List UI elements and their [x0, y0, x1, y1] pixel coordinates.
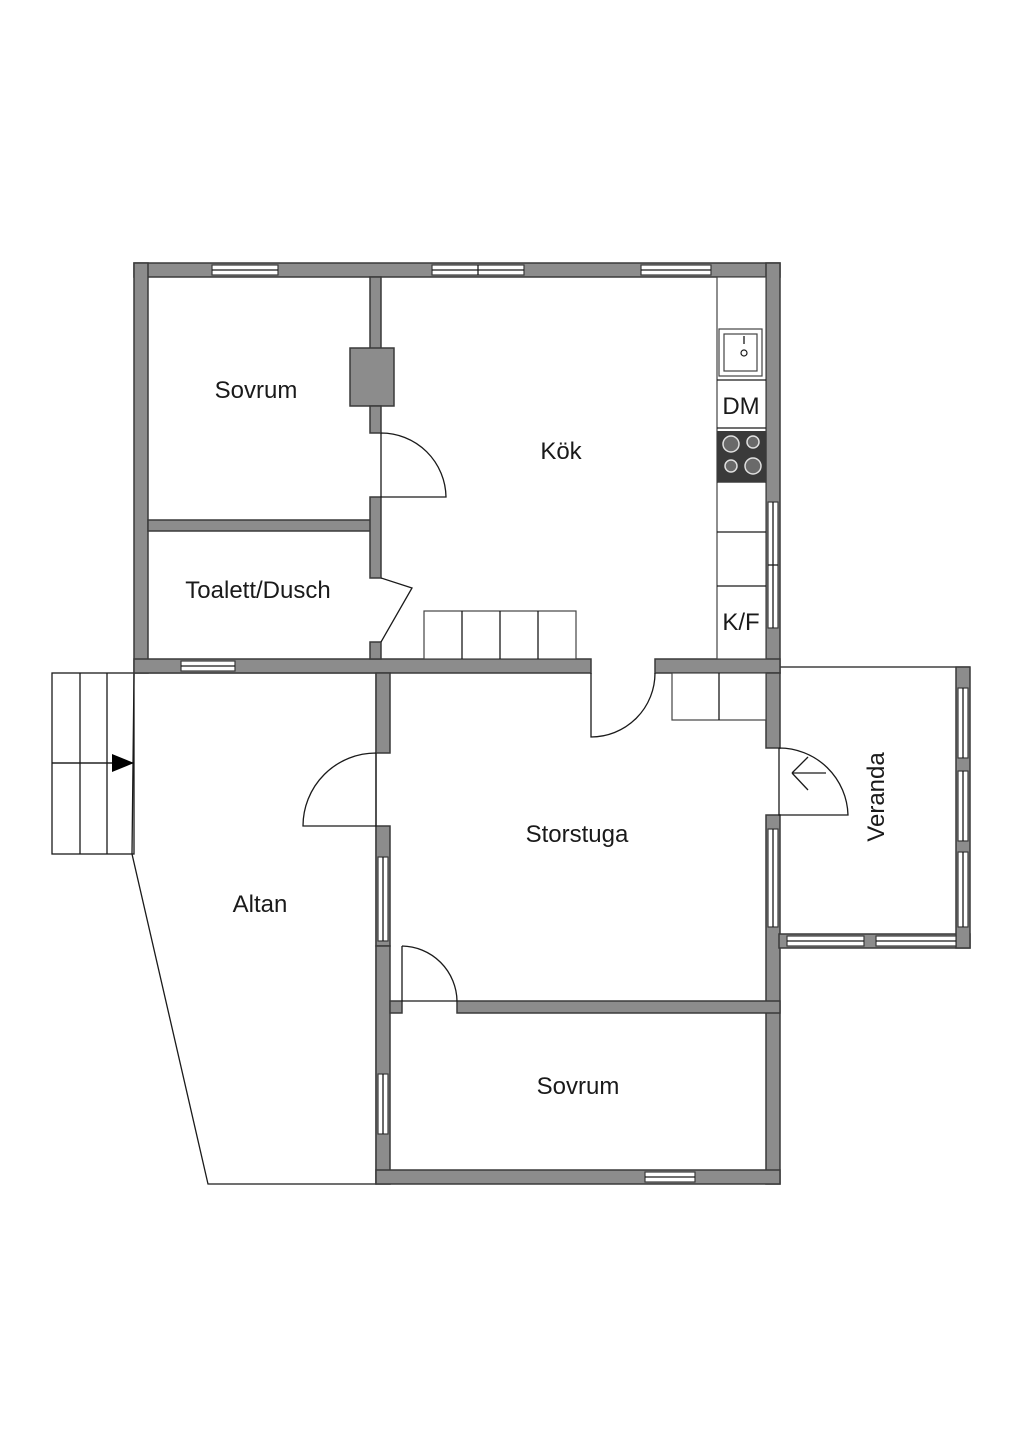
arrow-left-icon [791, 756, 826, 791]
windows [180, 264, 969, 1183]
door-sovrum-south [401, 945, 458, 1002]
door-veranda [778, 747, 849, 816]
label-storstuga: Storstuga [526, 821, 629, 848]
sink-icon [718, 328, 763, 377]
door-toalett [380, 577, 413, 643]
label-kok: Kök [540, 438, 582, 465]
storstuga-cabinets [671, 672, 767, 721]
door-sovrum-kok [380, 432, 447, 498]
label-altan: Altan [233, 891, 288, 918]
stove-icon [717, 431, 766, 482]
label-sovrum-north: Sovrum [215, 377, 298, 404]
room-labels: Sovrum Kök Toalett/Dusch Storstuga Altan… [185, 377, 890, 1100]
altan-deck-outline [131, 672, 377, 1185]
kitchen-cabinets [423, 610, 577, 660]
dishwasher-label: DM [722, 393, 759, 420]
fridge-freezer-label: K/F [722, 609, 759, 636]
entrance-steps [51, 672, 135, 855]
label-veranda: Veranda [863, 752, 890, 842]
entry-arrow-icon [112, 754, 134, 772]
kitchen-counter: DM K/F [716, 276, 767, 660]
label-toalett: Toalett/Dusch [185, 577, 330, 604]
door-storstuga-kok [590, 672, 656, 738]
doors [302, 432, 849, 1002]
door-altan [302, 752, 377, 827]
label-sovrum-south: Sovrum [537, 1073, 620, 1100]
